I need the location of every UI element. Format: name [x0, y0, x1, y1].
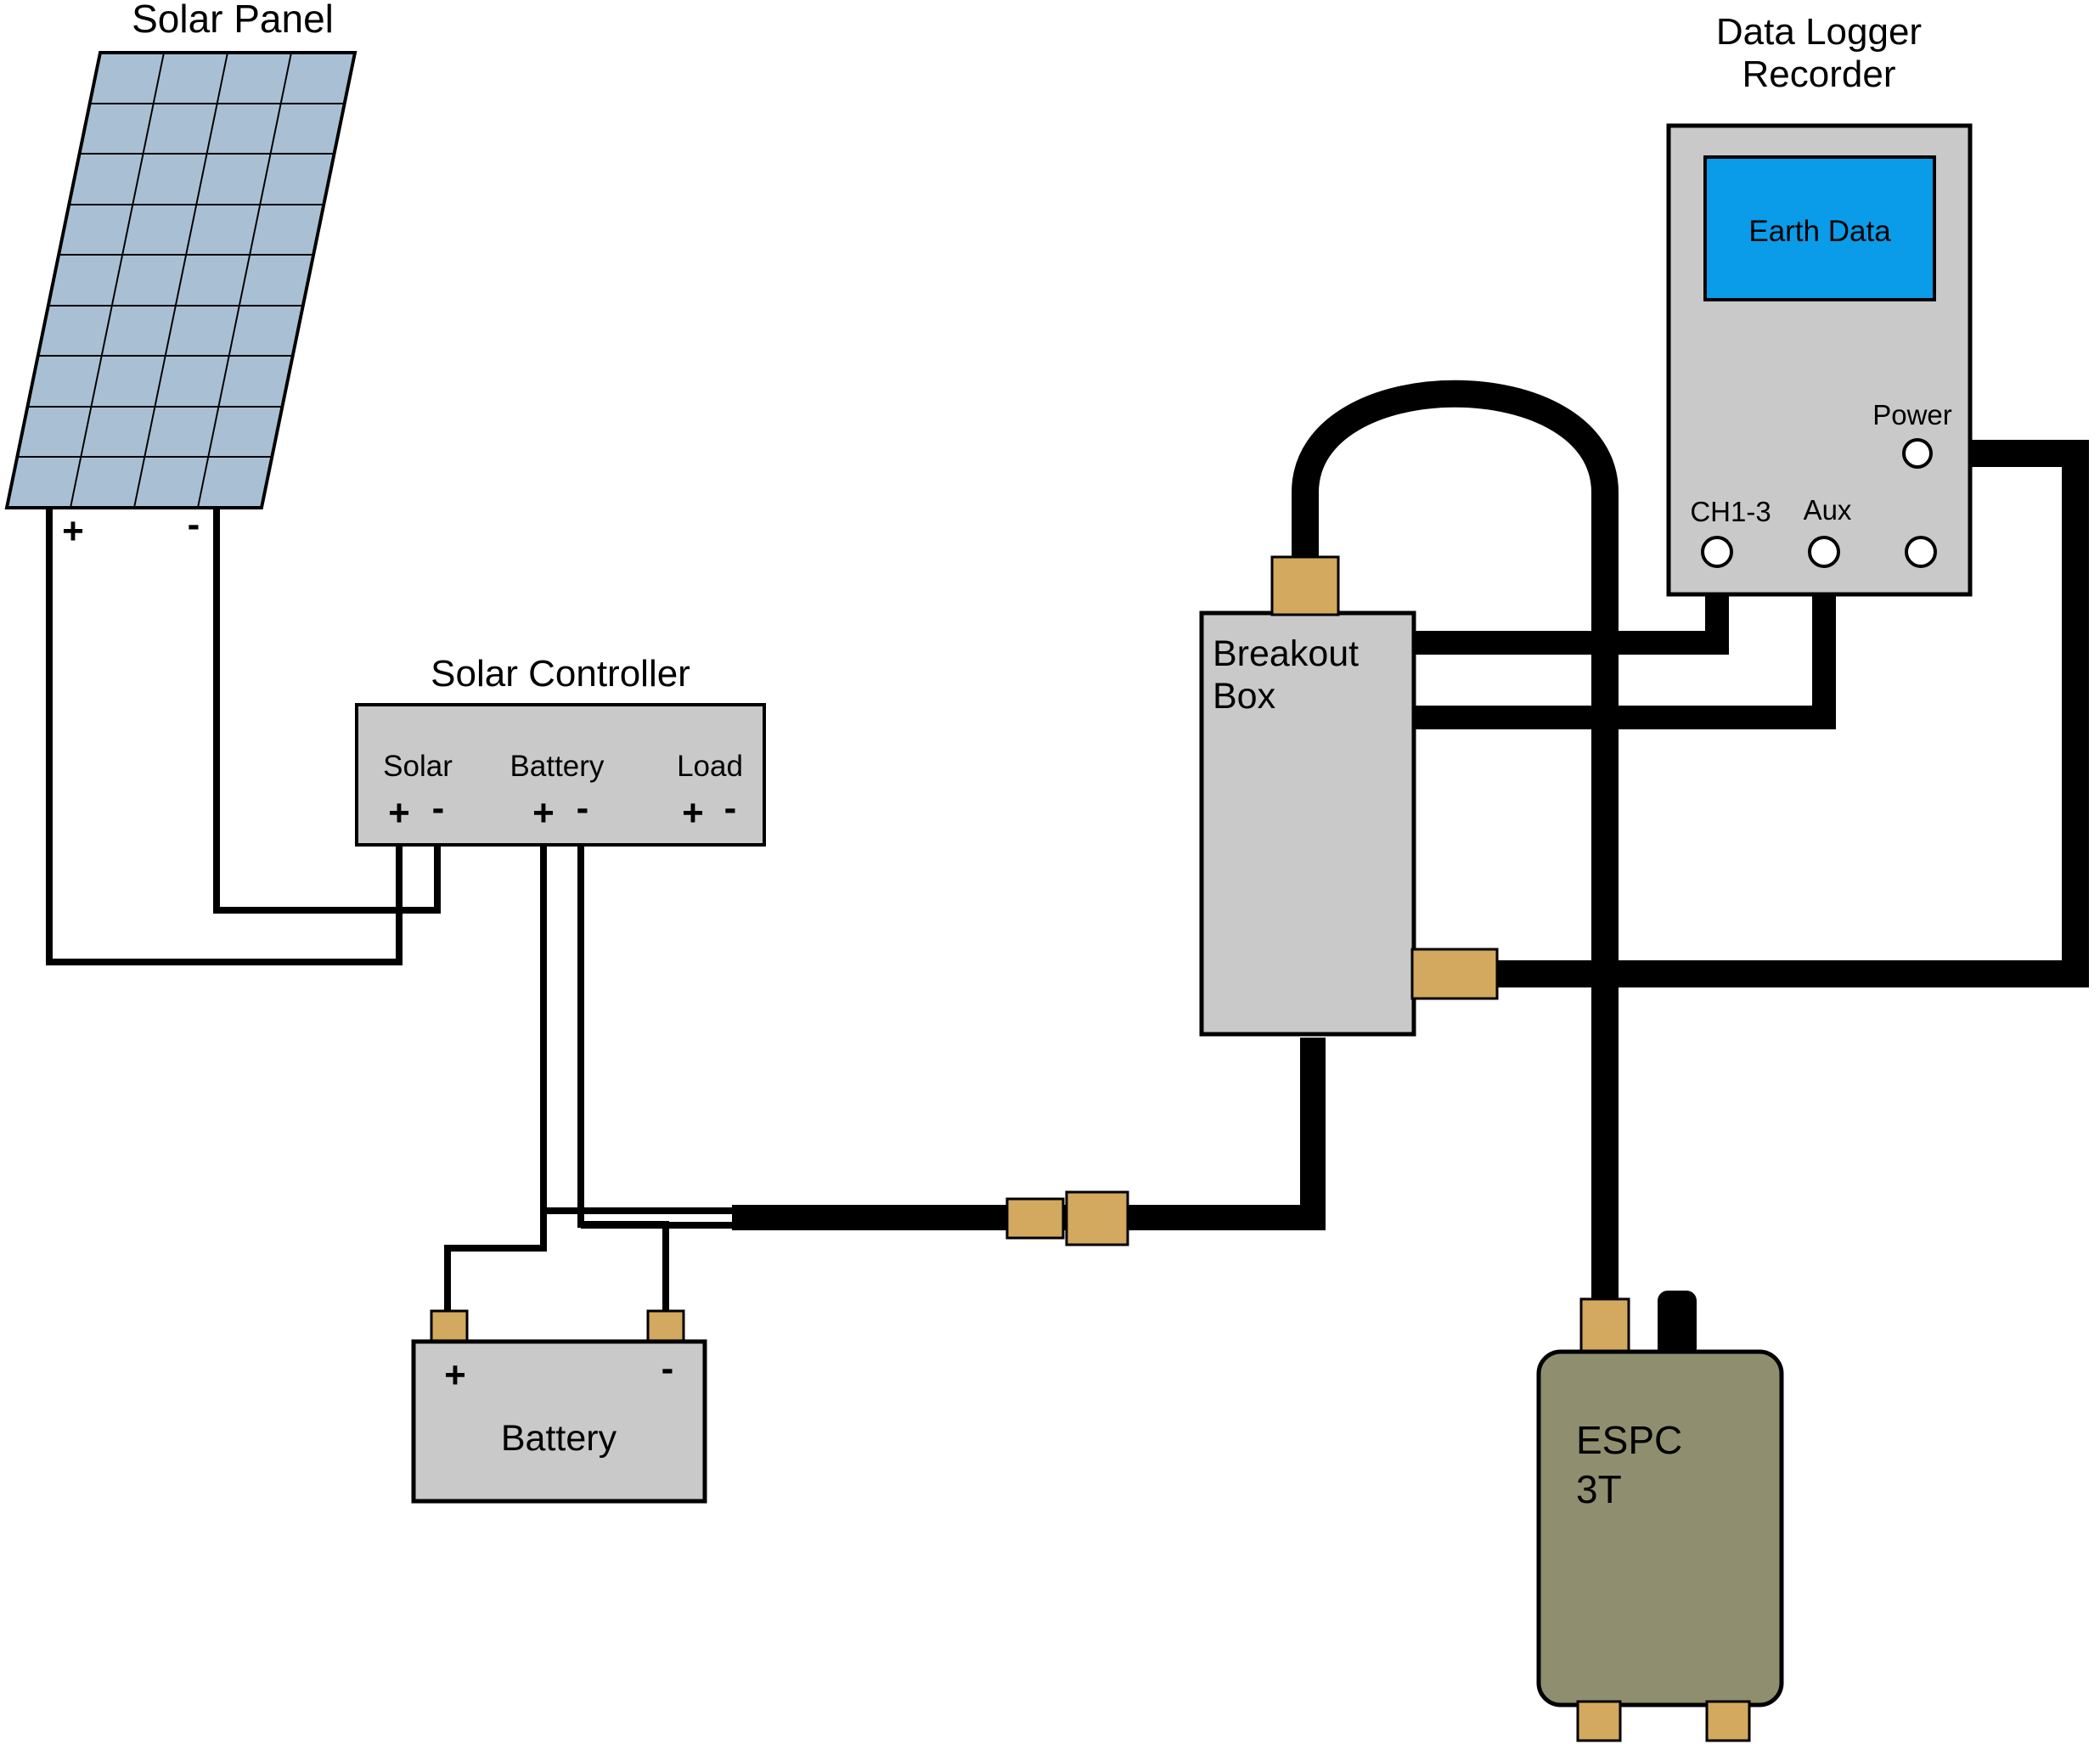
controller-load-label: Load [677, 750, 743, 783]
battery-cable [732, 1038, 1326, 1230]
power-cable [1497, 440, 2089, 987]
breakout-side-connector [1410, 948, 1499, 1000]
sensor-cable-arch [1292, 380, 1619, 1325]
data-logger-title-line2: Recorder [1742, 53, 1896, 95]
controller-battery-label: Battery [510, 750, 605, 783]
controller-solar-plus: + [388, 792, 410, 834]
solar-controller: Solar Controller Solar Battery Load + - … [355, 653, 766, 847]
espc-3t: ESPC 3T [1536, 1291, 1784, 1742]
aux-port [1808, 536, 1840, 568]
espc-label-line2: 3T [1576, 1467, 1622, 1511]
wires-layer [46, 380, 2089, 1325]
espc-label-line1: ESPC [1576, 1418, 1682, 1462]
espc-top-connector [1579, 1297, 1630, 1355]
battery: + - Battery [411, 1309, 707, 1504]
solar-panel-grid [17, 53, 345, 508]
data-logger: Data Logger Recorder Earth Data Power CH… [1666, 11, 1973, 597]
power-port [1902, 438, 1933, 469]
battery-plus-label: + [444, 1354, 466, 1396]
breakout-box-body [1199, 610, 1416, 1037]
aux-label: Aux [1804, 494, 1852, 526]
espc-bottom-tab-1 [1576, 1700, 1622, 1742]
controller-solar-minus: - [432, 787, 445, 829]
data-logger-screen [1703, 155, 1936, 301]
inline-connector-1 [1005, 1197, 1065, 1240]
breakout-box-label-line2: Box [1213, 676, 1276, 717]
cable-inline-connectors [1005, 1190, 1129, 1246]
ch1-3-label: CH1-3 [1690, 496, 1771, 527]
solar-panel-title: Solar Panel [132, 0, 334, 41]
espc-body [1536, 1349, 1784, 1707]
ch1-3-port [1701, 536, 1733, 568]
solar-minus-wire [213, 506, 441, 914]
solar-controller-title: Solar Controller [431, 653, 690, 695]
data-logger-title-line1: Data Logger [1716, 11, 1922, 53]
controller-battery-plus: + [532, 792, 555, 834]
breakout-top-connector [1270, 555, 1340, 616]
espc-black-connector [1658, 1291, 1697, 1359]
spare-port [1905, 536, 1937, 568]
solar-panel-plus-label: + [62, 510, 84, 552]
power-label: Power [1872, 399, 1952, 430]
battery-minus-wire [577, 845, 669, 1321]
solar-panel: Solar Panel + - [4, 0, 358, 552]
espc-bottom-tab-2 [1705, 1700, 1751, 1742]
solar-panel-surface [4, 51, 358, 509]
aux-cable [1416, 552, 1836, 729]
controller-load-minus: - [724, 787, 737, 829]
battery-minus-label: - [662, 1347, 674, 1389]
controller-battery-minus: - [577, 787, 589, 829]
breakout-box-label-line1: Breakout [1213, 633, 1359, 674]
controller-load-plus: + [682, 792, 704, 834]
battery-label: Battery [501, 1418, 617, 1459]
breakout-box: Breakout Box [1199, 555, 1499, 1037]
battery-plus-wire [444, 845, 547, 1321]
solar-controller-body [355, 703, 766, 847]
solar-plus-wire [46, 509, 403, 965]
controller-solar-label: Solar [383, 750, 453, 783]
solar-panel-minus-label: - [188, 504, 200, 545]
battery-body [411, 1339, 707, 1504]
inline-connector-2 [1065, 1190, 1129, 1246]
data-logger-screen-text: Earth Data [1748, 215, 1891, 248]
